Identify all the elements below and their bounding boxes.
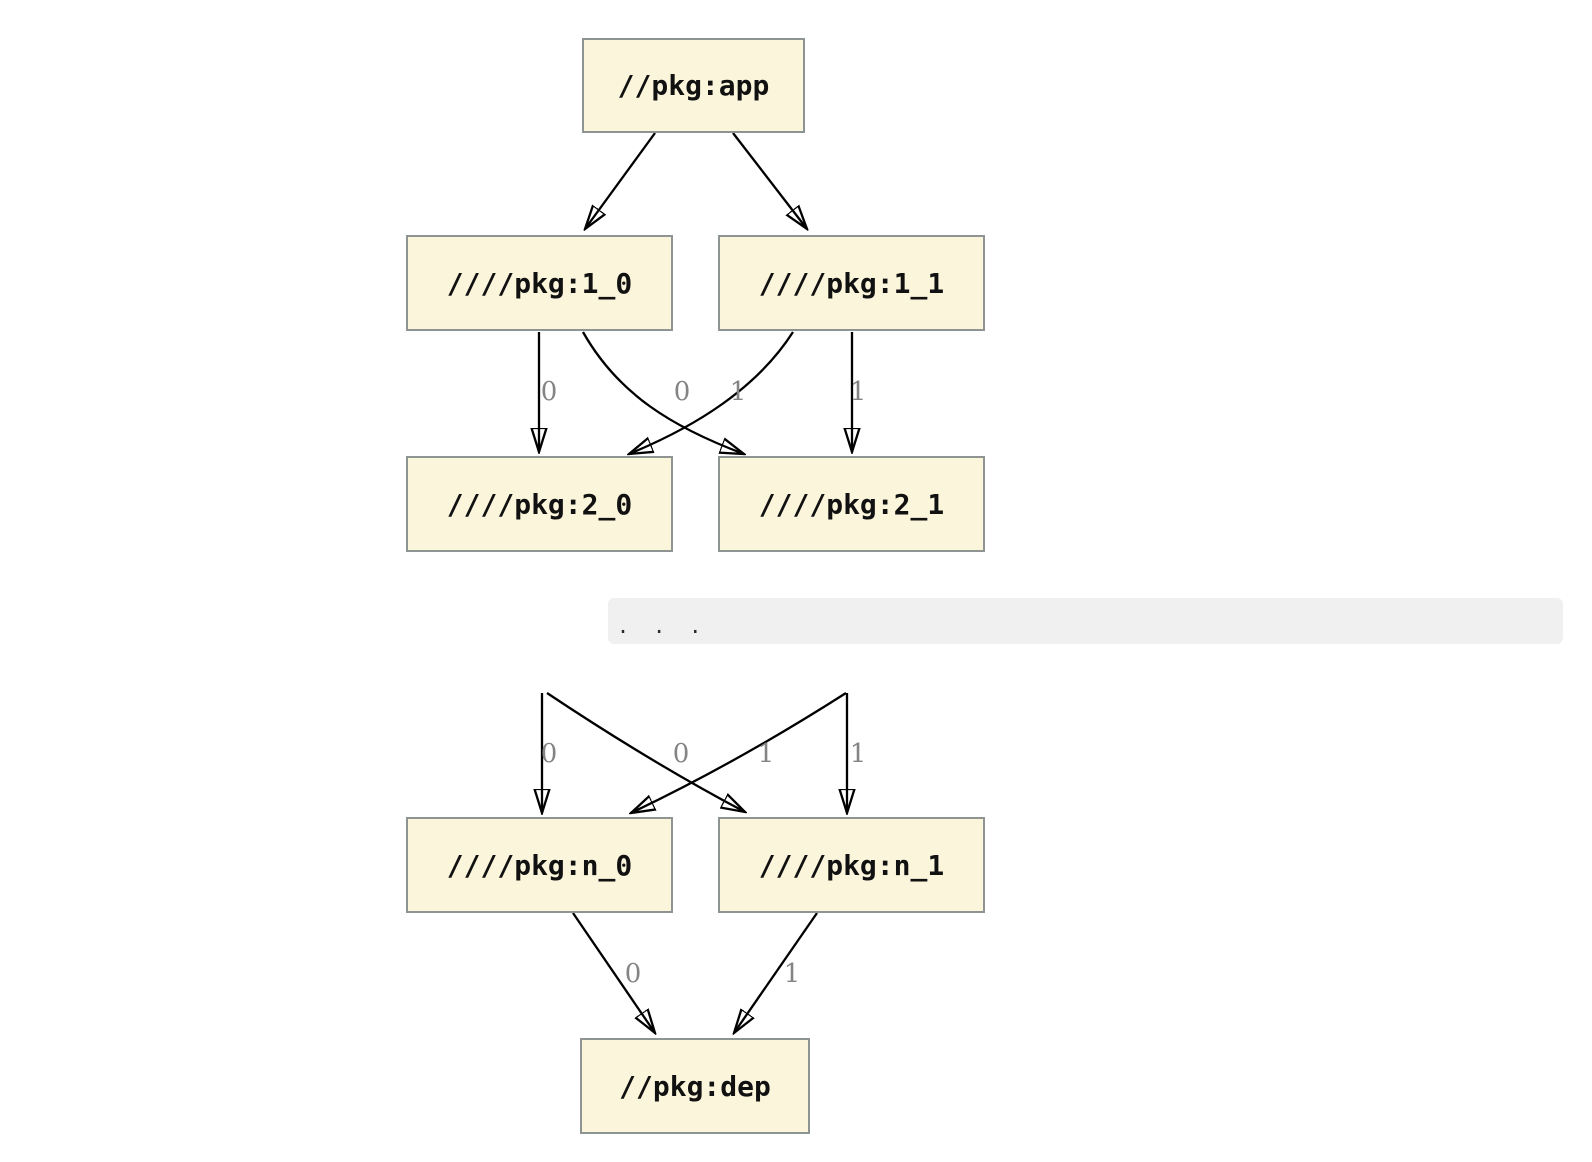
node-n_1: ////pkg:n_1 — [718, 817, 985, 913]
edge-1_0-to-2_1 — [581, 331, 744, 454]
node-app: //pkg:app — [582, 38, 805, 133]
edge-label-row2-right: 1 — [849, 377, 867, 407]
edge-label-rown-left: 0 — [540, 739, 558, 769]
ellipsis-band — [608, 598, 1563, 644]
node-1_0: ////pkg:1_0 — [406, 235, 673, 331]
edge-label-rown-mid-left: 0 — [672, 739, 690, 769]
node-1_1: ////pkg:1_1 — [718, 235, 985, 331]
edge-app-to-1_0 — [585, 132, 656, 229]
edge-label-row2-mid-right: 1 — [729, 377, 747, 407]
ellipsis-text: . . . — [617, 614, 702, 638]
edge-label-dep-left: 0 — [624, 959, 642, 989]
node-2_1: ////pkg:2_1 — [718, 456, 985, 552]
node-2_0: ////pkg:2_0 — [406, 456, 673, 552]
node-n_0: ////pkg:n_0 — [406, 817, 673, 913]
edge-label-rown-right: 1 — [849, 739, 867, 769]
edge-1_1-to-2_0 — [629, 331, 794, 454]
edge-label-row2-mid-left: 0 — [673, 377, 691, 407]
edge-app-to-1_1 — [732, 132, 807, 229]
edge-prev1-to-n_0 — [631, 692, 847, 813]
edge-prev0-to-n_1 — [546, 692, 745, 812]
edge-n_0-to-dep — [572, 912, 655, 1033]
edge-label-row2-left: 0 — [540, 377, 558, 407]
edge-label-dep-right: 1 — [783, 959, 801, 989]
edge-n_1-to-dep — [734, 912, 818, 1033]
node-dep: //pkg:dep — [580, 1038, 810, 1134]
edge-label-rown-mid-right: 1 — [757, 739, 775, 769]
